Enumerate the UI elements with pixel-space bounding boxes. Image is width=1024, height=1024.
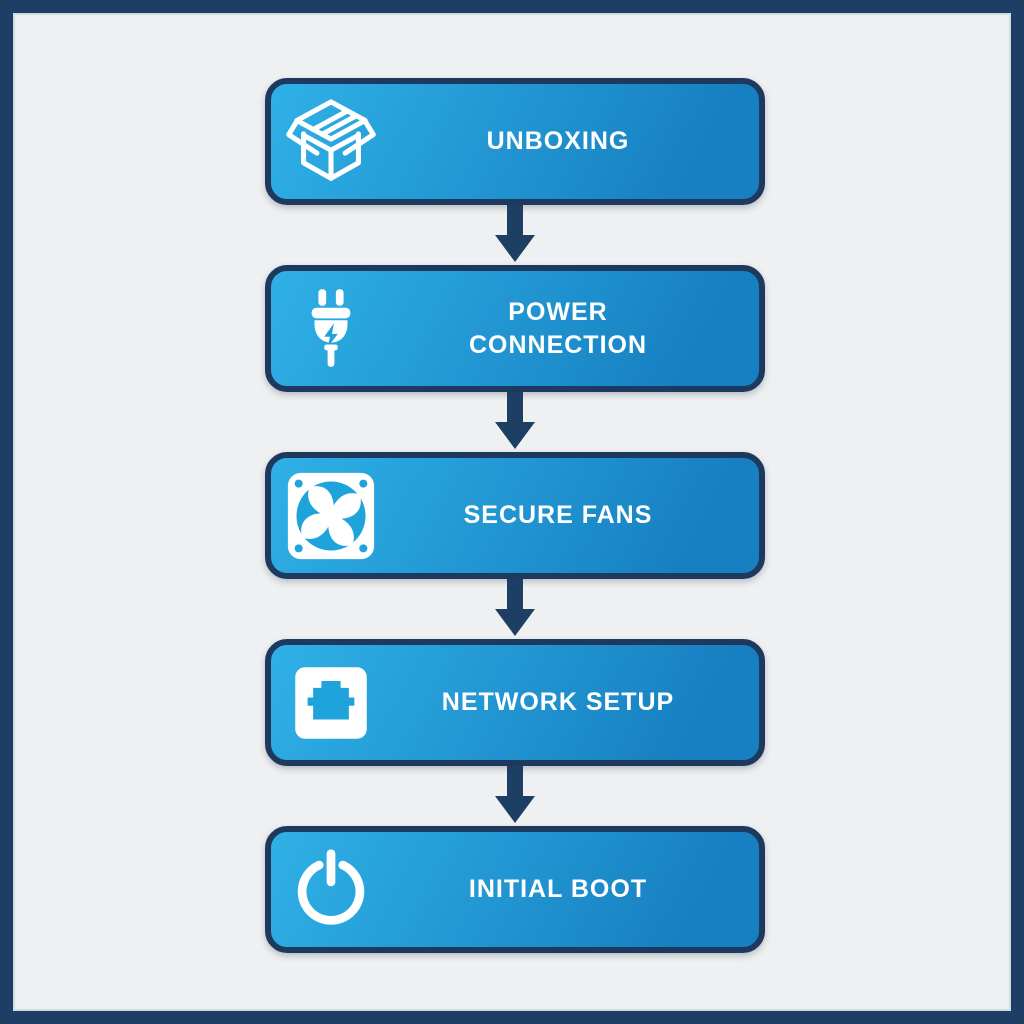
down-arrow-icon [493,579,537,639]
flow-step: UNBOXING [265,78,765,205]
step-label: UNBOXING [486,127,630,155]
flow-diagram: UNBOXING POWER CONNECTION [265,78,765,953]
flow-step: NETWORK SETUP [265,639,765,766]
step-label: POWER CONNECTION [468,297,648,359]
open-box-icon [271,84,391,199]
cooling-fan-icon [271,458,391,573]
step-label: INITIAL BOOT [468,875,648,903]
flow-step: POWER CONNECTION [265,265,765,392]
ethernet-port-icon [271,645,391,760]
flow-step: INITIAL BOOT [265,826,765,953]
down-arrow-icon [493,766,537,826]
step-label: NETWORK SETUP [441,688,675,716]
flow-step: SECURE FANS [265,452,765,579]
down-arrow-icon [493,392,537,452]
power-plug-icon [271,271,391,386]
step-label: SECURE FANS [463,501,653,529]
down-arrow-icon [493,205,537,265]
power-button-icon [271,832,391,947]
